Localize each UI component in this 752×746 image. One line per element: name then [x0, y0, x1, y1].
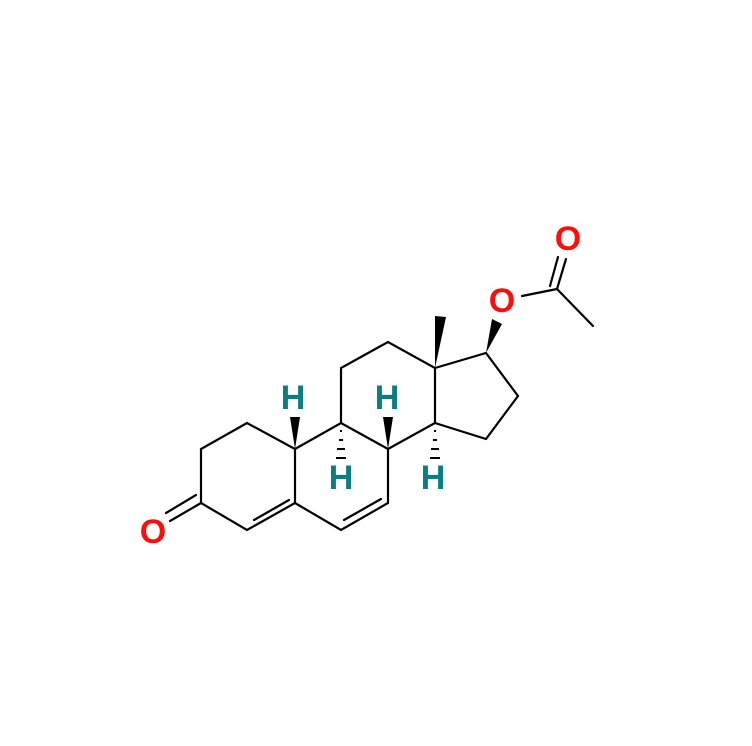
- ring-c: [339, 340, 437, 451]
- ester-oxygen-label: O: [489, 282, 515, 320]
- double-bond-c6-c7: [342, 497, 383, 522]
- ester-carbonyl-1: [555, 257, 568, 291]
- atom-labels: O O O H H H H: [140, 220, 581, 551]
- h-c8-label: H: [375, 379, 400, 417]
- ketone-oxygen-label: O: [140, 513, 166, 551]
- ring-d: [433, 351, 520, 441]
- methyl-wedge: [435, 316, 446, 368]
- h-c8-wedge: [383, 417, 393, 449]
- h-c14-label: H: [421, 459, 446, 497]
- ester-carbonyl-2: [548, 255, 560, 288]
- h-c9-hash: [336, 430, 346, 459]
- ring-b: [293, 421, 390, 532]
- ketone-bond-1: [168, 501, 203, 523]
- ketone-bond-2: [164, 493, 198, 515]
- bonds: [164, 255, 595, 532]
- carbonyl-oxygen-label: O: [555, 220, 581, 258]
- double-bond-c4-c5: [252, 498, 291, 522]
- ring-a: [199, 421, 297, 532]
- oxygen-wedge: [486, 319, 502, 353]
- ester-o-c-bond: [520, 287, 559, 298]
- ester-methyl-bond: [555, 287, 595, 328]
- h-c9-label: H: [329, 459, 354, 497]
- h-c10-label: H: [281, 379, 306, 417]
- h-c10-wedge: [290, 417, 300, 449]
- h-c14-hash: [430, 430, 440, 459]
